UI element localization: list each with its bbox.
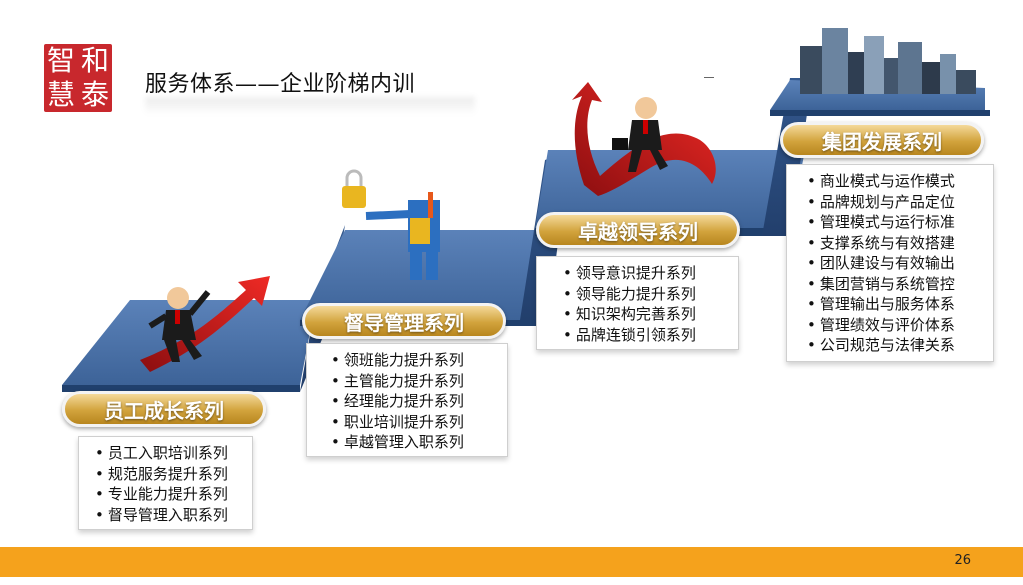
- list-item: 专业能力提升系列: [95, 484, 252, 505]
- badge-step-1: 员工成长系列: [62, 391, 266, 427]
- company-logo: 智 和 慧 泰: [44, 44, 112, 112]
- list-item: 领导意识提升系列: [563, 263, 738, 284]
- riser-3: [762, 78, 812, 236]
- list-item: 规范服务提升系列: [95, 464, 252, 485]
- list-item: 品牌规划与产品定位: [807, 192, 993, 213]
- title-shadow: [145, 97, 475, 115]
- growth-arrow-3: [572, 82, 716, 196]
- step-4-front: [770, 110, 990, 116]
- list-item: 团队建设与有效输出: [807, 253, 993, 274]
- page-number: 26: [954, 553, 971, 568]
- list-item: 知识架构完善系列: [563, 304, 738, 325]
- list-item: 支撑系统与有效搭建: [807, 233, 993, 254]
- list-item: 管理输出与服务体系: [807, 294, 993, 315]
- list-step-1: 员工入职培训系列 规范服务提升系列 专业能力提升系列 督导管理入职系列: [78, 436, 253, 530]
- list-step-3: 领导意识提升系列 领导能力提升系列 知识架构完善系列 品牌连锁引领系列: [536, 256, 739, 350]
- businessman-figure-2: [342, 169, 440, 280]
- list-item: 品牌连锁引领系列: [563, 325, 738, 346]
- step-1-front: [62, 385, 300, 392]
- list-item: 领导能力提升系列: [563, 284, 738, 305]
- list-item: 集团营销与系统管控: [807, 274, 993, 295]
- list-step-2: 领班能力提升系列 主管能力提升系列 经理能力提升系列 职业培训提升系列 卓越管理…: [306, 343, 508, 457]
- step-3-top: [535, 150, 805, 228]
- badge-step-2: 督导管理系列: [302, 303, 506, 339]
- page-title: 服务体系——企业阶梯内训: [145, 72, 416, 97]
- list-item: 管理模式与运行标准: [807, 212, 993, 233]
- logo-char: 智: [46, 44, 75, 77]
- badge-step-3: 卓越领导系列: [536, 212, 740, 248]
- city-buildings: [800, 28, 976, 94]
- logo-char: 和: [80, 44, 109, 77]
- list-item: 卓越管理入职系列: [331, 432, 507, 453]
- businessman-figure-1: [148, 287, 211, 362]
- badge-step-4: 集团发展系列: [780, 122, 984, 158]
- list-item: 管理绩效与评价体系: [807, 315, 993, 336]
- list-item: 公司规范与法律关系: [807, 335, 993, 356]
- list-step-4: 商业模式与运作模式 品牌规划与产品定位 管理模式与运行标准 支撑系统与有效搭建 …: [786, 164, 994, 362]
- decorative-dash: [704, 77, 714, 78]
- list-item: 领班能力提升系列: [331, 350, 507, 371]
- list-item: 督导管理入职系列: [95, 505, 252, 526]
- list-item: 商业模式与运作模式: [807, 171, 993, 192]
- businessman-figure-3: [612, 97, 668, 172]
- list-item: 员工入职培训系列: [95, 443, 252, 464]
- footer-bar: 26: [0, 547, 1023, 577]
- list-item: 经理能力提升系列: [331, 391, 507, 412]
- logo-char: 泰: [80, 78, 109, 111]
- list-item: 主管能力提升系列: [331, 371, 507, 392]
- list-item: 职业培训提升系列: [331, 412, 507, 433]
- logo-char: 慧: [46, 78, 75, 111]
